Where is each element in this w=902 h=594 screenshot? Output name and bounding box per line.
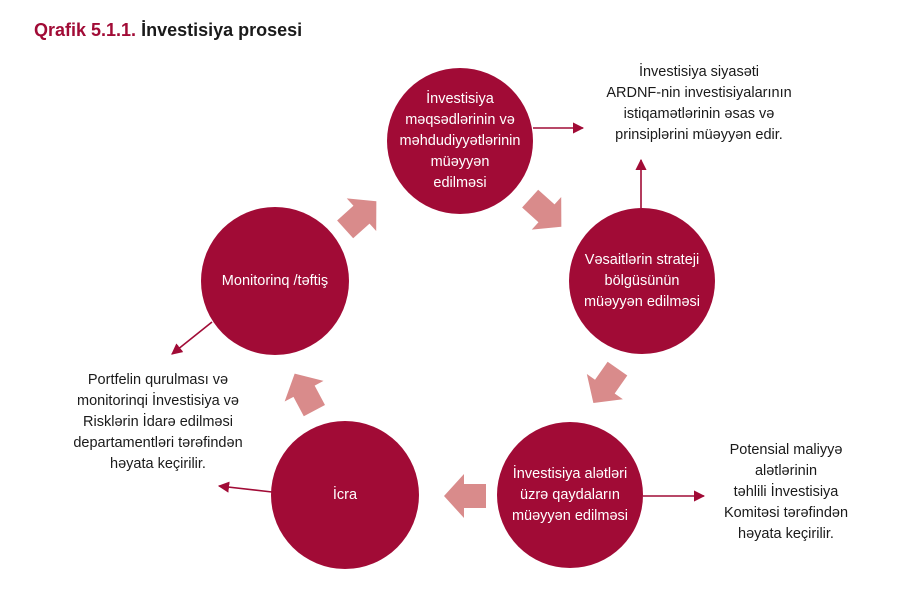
step-monitoring-circle: Monitorinq /təftiş: [201, 207, 349, 355]
note-departments-line: Portfelin qurulması və: [87, 372, 229, 388]
step-allocation-line: müəyyən edilməsi: [583, 293, 701, 310]
step-rules-line: İnvestisiya alətləri: [512, 465, 628, 482]
note-committee-line: alətlərinin: [754, 463, 818, 479]
step-allocation-circle: Vəsaitlərin strateji bölgüsünün müəyyən …: [569, 208, 715, 354]
figure-title: İnvestisiya prosesi: [141, 20, 303, 40]
note-committee: Potensial maliyyə alətlərinin təhlili İn…: [696, 440, 876, 545]
note-departments-line: monitorinqi İnvestisiya və: [77, 393, 239, 409]
page-title: Qrafik 5.1.1. İnvestisiya prosesi: [34, 20, 302, 41]
step-objectives-line: məhdudiyyətlərinin: [399, 132, 521, 149]
step-objectives-line: məqsədlərinin və: [405, 111, 515, 128]
step-rules-line: üzrə qaydaların: [520, 486, 620, 503]
step-objectives-line: müəyyən: [430, 153, 490, 170]
step-allocation-line: bölgüsünün: [604, 272, 680, 289]
step-execution-line: İcra: [332, 486, 358, 503]
note-policy-line: ARDNF-nin investisiyalarının: [606, 85, 792, 101]
step-objectives-circle: İnvestisiya məqsədlərinin və məhdudiyyət…: [387, 68, 533, 214]
step-rules-line: müəyyən edilməsi: [511, 507, 629, 524]
note-policy-line: prinsiplərini müəyyən edir.: [615, 127, 783, 143]
step-objectives-line: İnvestisiya: [426, 90, 494, 107]
step-execution-circle: İcra: [271, 421, 419, 569]
note-committee-line: həyata keçirilir.: [738, 526, 834, 542]
note-policy-line: istiqamətlərinin əsas və: [623, 106, 775, 122]
step-rules-circle: İnvestisiya alətləri üzrə qaydaların müə…: [497, 422, 643, 568]
note-departments-line: Risklərin İdarə edilməsi: [83, 414, 233, 430]
cycle-arrow-3: [444, 474, 486, 518]
figure-number: Qrafik 5.1.1.: [34, 20, 137, 40]
note-committee-line: Potensial maliyyə: [729, 442, 843, 458]
note-committee-line: Komitəsi tərəfindən: [723, 505, 849, 521]
cycle-arrow-5: [337, 198, 377, 239]
step-objectives-line: edilməsi: [433, 174, 487, 191]
step-monitoring-line: Monitorinq /təftiş: [221, 272, 329, 289]
step-allocation-line: Vəsaitlərin strateji: [584, 251, 700, 268]
arrow-bottomleft-to-note: [217, 481, 273, 493]
arrow-left-to-note: [171, 321, 213, 355]
note-departments-line: həyata keçirilir.: [110, 456, 206, 472]
cycle-arrow-4: [284, 373, 325, 417]
cycle-arrow-1: [522, 189, 562, 230]
note-policy-line: İnvestisiya siyasəti: [638, 64, 760, 80]
note-policy: İnvestisiya siyasəti ARDNF-nin investisi…: [574, 62, 824, 146]
cycle-arrow-2: [586, 361, 628, 404]
note-departments: Portfelin qurulması və monitorinqi İnves…: [38, 370, 278, 475]
note-departments-line: departamentləri tərəfindən: [73, 435, 243, 451]
note-committee-line: təhlili İnvestisiya: [733, 484, 839, 500]
